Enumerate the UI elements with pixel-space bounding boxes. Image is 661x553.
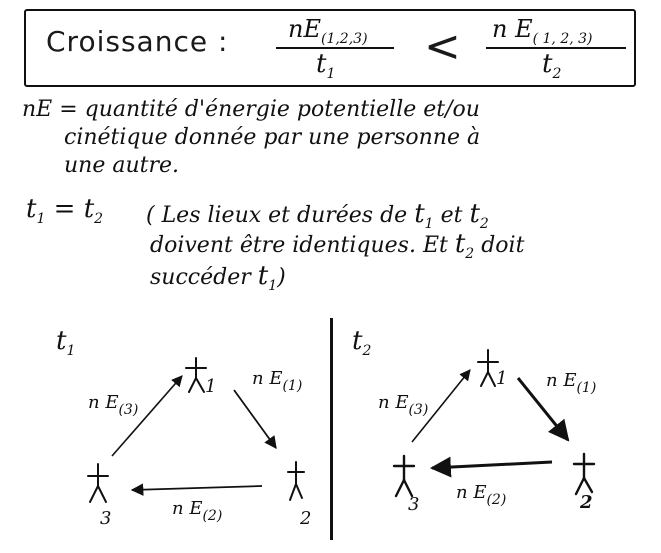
left-arrow-3-to-1 (111, 375, 183, 457)
left-node-3-label: 3 (100, 508, 112, 529)
condition-line-2: doivent être identiques. Et t2 doit (150, 229, 525, 262)
panel-divider (330, 318, 333, 540)
right-person-2-icon (572, 452, 596, 496)
right-node-2-label: 2 (580, 492, 593, 513)
right-node-3-label: 3 (408, 494, 420, 515)
left-node-1-label: 1 (205, 376, 217, 397)
formula-box: Croissance : nE(1,2,3) t1 < n E( 1, 2, 3… (24, 9, 636, 87)
left-edge-2-3-label: n E(2) (172, 498, 223, 524)
condition-line-1: ( Les lieux et durées de t1 et t2 (146, 199, 489, 232)
left-fraction-numerator: nE(1,2,3) (288, 15, 368, 47)
right-arrow-3-to-1 (411, 369, 471, 443)
left-arrow-1-to-2 (233, 389, 277, 450)
right-edge-3-1-label: n E(3) (378, 392, 429, 418)
left-person-2-icon (287, 461, 305, 501)
right-edge-1-2-label: n E(1) (546, 370, 597, 396)
left-person-1-icon (185, 357, 207, 393)
left-panel-label: t1 (56, 326, 76, 359)
right-fraction-bar (486, 47, 626, 49)
right-edge-2-3-label: n E(2) (456, 482, 507, 508)
less-than-sign: < (424, 21, 461, 72)
definition-line-1: nE = quantité d'énergie potentielle et/o… (22, 97, 480, 122)
condition-line-3: succéder t1) (150, 261, 286, 294)
left-fraction-bar (276, 47, 394, 49)
left-node-2-label: 2 (300, 508, 312, 529)
right-person-1-icon (477, 349, 499, 387)
right-arrow-1-to-2 (516, 377, 570, 442)
right-panel-label: t2 (352, 326, 372, 359)
right-person-3-icon (392, 454, 416, 498)
left-edge-3-1-label: n E(3) (88, 392, 139, 418)
definition-line-2: cinétique donnée par une personne à (64, 125, 481, 150)
left-arrow-2-to-3 (130, 483, 263, 496)
left-fraction-denominator: t1 (316, 49, 336, 82)
definition-line-3: une autre. (64, 153, 180, 178)
left-person-3-icon (87, 463, 109, 503)
right-fraction-denominator: t2 (542, 49, 562, 82)
right-arrow-2-to-3 (429, 456, 553, 478)
left-edge-1-2-label: n E(1) (252, 368, 303, 394)
formula-title: Croissance : (46, 25, 229, 58)
right-node-1-label: 1 (496, 368, 508, 389)
condition-equation: t1 = t2 (26, 194, 104, 227)
right-fraction-numerator: n E( 1, 2, 3) (492, 15, 593, 47)
